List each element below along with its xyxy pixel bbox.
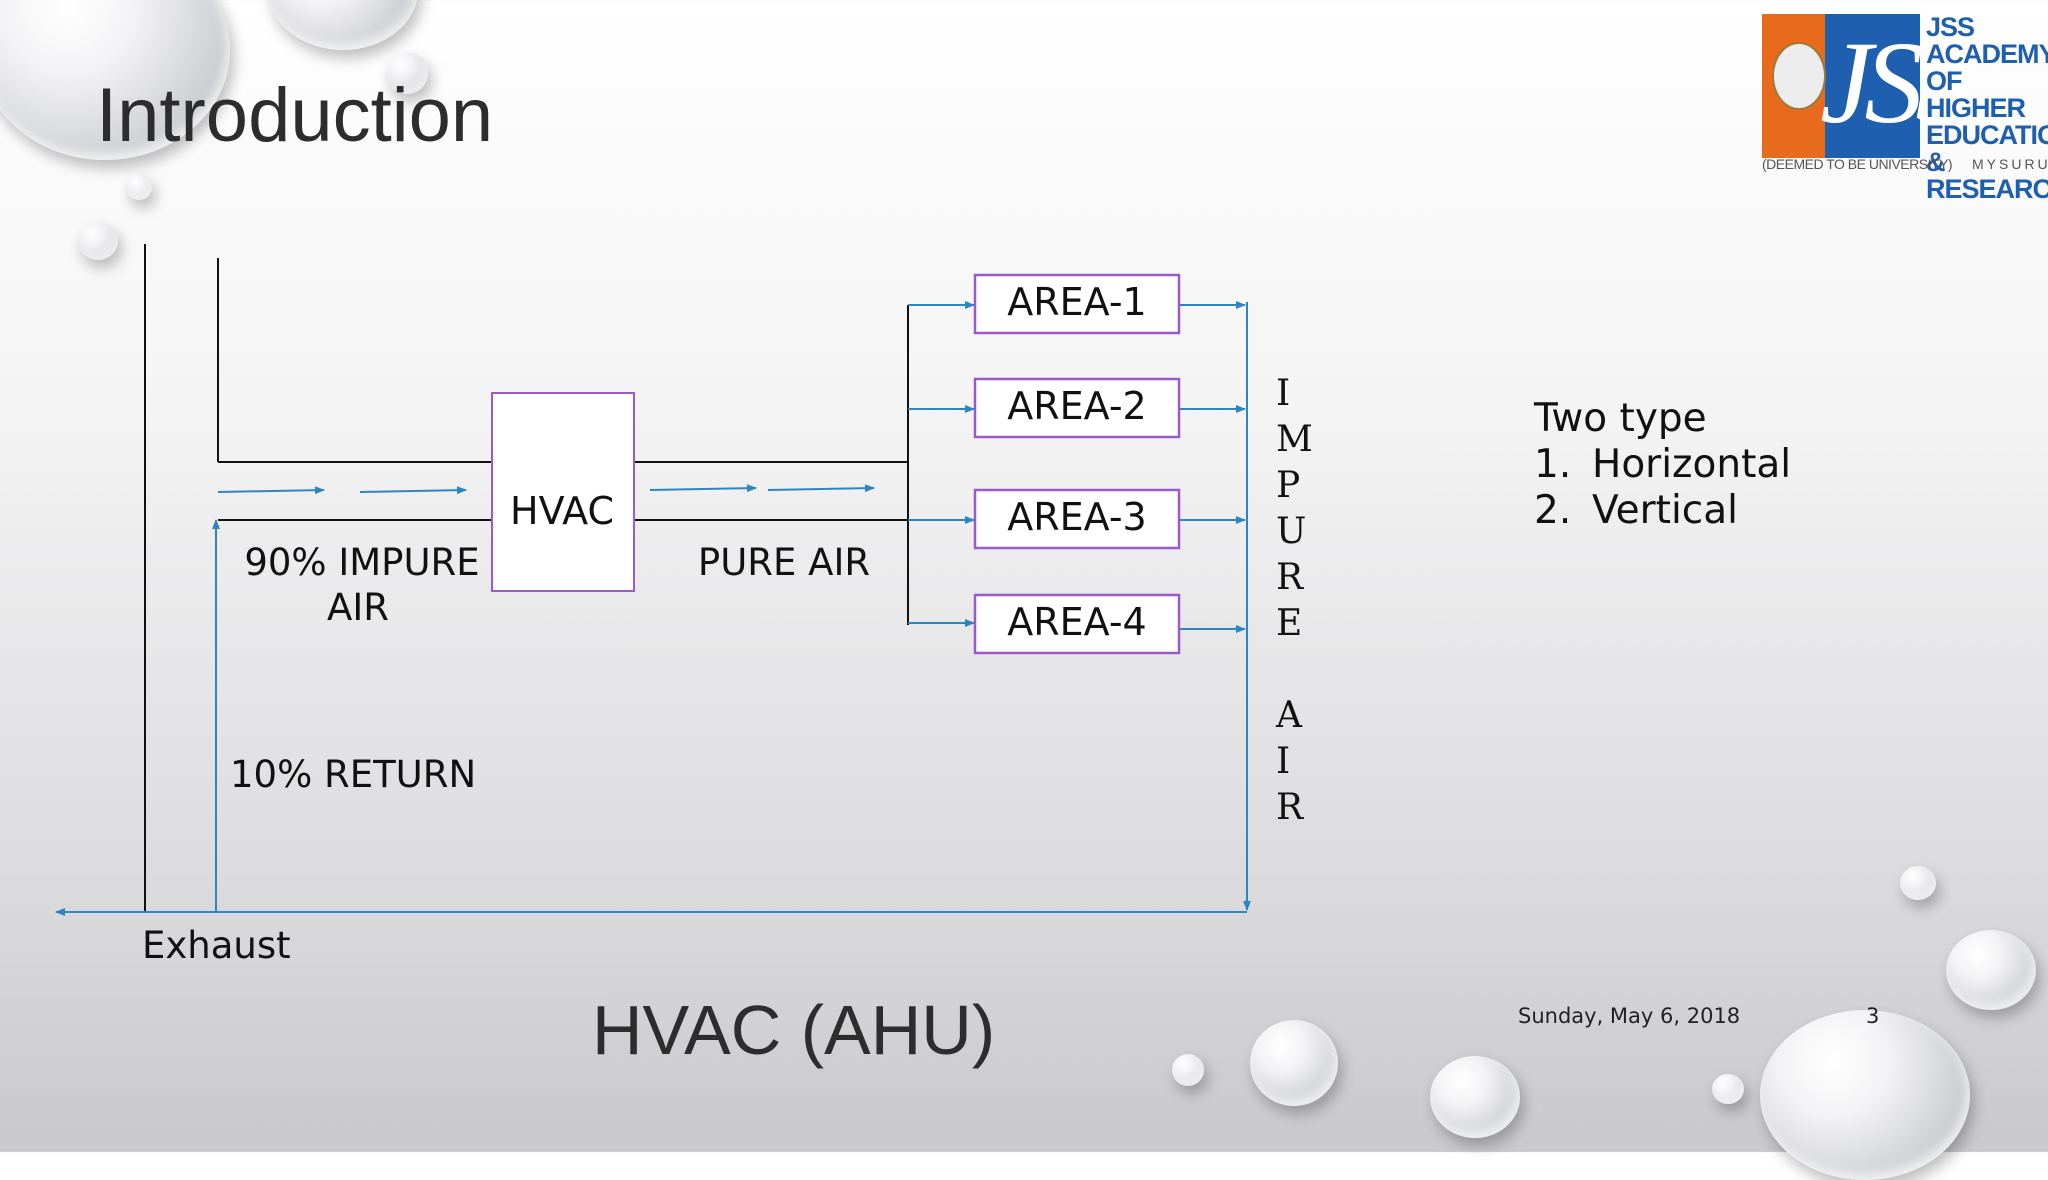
area-4-box	[973, 593, 1181, 655]
logo-deemed-text: (DEEMED TO BE UNIVERSITY)	[1762, 156, 1953, 172]
vertical-letter: U	[1276, 511, 1306, 552]
list-text: Vertical	[1592, 488, 1738, 533]
water-drop-decoration	[126, 174, 152, 200]
list-text: Horizontal	[1592, 442, 1792, 487]
impure-air-label-line2: AIR	[327, 586, 389, 629]
logo-line: OF HIGHER	[1926, 66, 2026, 123]
vertical-letter: M	[1276, 419, 1313, 460]
logo-mark-text: JSS	[1820, 17, 1974, 148]
water-drop-decoration	[1900, 866, 1936, 900]
hvac-unit-box	[491, 392, 635, 592]
logo-city-text: MYSURU	[1972, 156, 2048, 172]
seal-icon	[1772, 42, 1826, 110]
water-drop-decoration	[1250, 1020, 1338, 1106]
water-drop-decoration	[1712, 1074, 1744, 1104]
logo-line: & RESEARCH	[1926, 147, 2048, 204]
list-number: 1.	[1534, 442, 1572, 487]
water-drop-decoration	[386, 52, 428, 94]
logo-line: JSS	[1926, 12, 1975, 42]
flow-arrows	[55, 301, 1251, 916]
area-boxes: AREA-1 AREA-2 AREA-3 AREA-4	[973, 273, 1181, 655]
area-3-box	[973, 488, 1181, 550]
area-3-label: AREA-3	[1007, 495, 1146, 539]
exhaust-label: Exhaust	[142, 924, 291, 967]
flow-arrow	[359, 486, 467, 495]
impure-air-vertical-label: I M P U R E A I R	[1275, 373, 1313, 828]
notes-heading: Two type	[1534, 396, 1707, 441]
list-number: 2.	[1534, 488, 1572, 533]
slide-subtitle: HVAC (AHU)	[592, 991, 996, 1069]
return-label: 10% RETURN	[230, 753, 476, 796]
page-number: 3	[1866, 1004, 1880, 1028]
water-drop-decoration	[78, 222, 118, 260]
water-drop-decoration	[1430, 1056, 1520, 1138]
list-item: 1. Horizontal	[1534, 442, 1791, 488]
hvac-flow-diagram: HVAC AREA-1 AREA-2 AREA-3 AREA-4 90% IMP…	[55, 244, 1313, 967]
duct-lines	[144, 244, 909, 912]
water-drop-decoration	[1172, 1054, 1204, 1086]
logo-line: ACADEMY	[1926, 39, 2048, 69]
water-drop-decoration	[1946, 930, 2036, 1010]
vertical-letter: I	[1276, 741, 1290, 782]
logo-wordmark: JSS ACADEMY OF HIGHER EDUCATION & RESEAR…	[1926, 12, 2048, 204]
flow-arrow	[649, 484, 757, 493]
vertical-letter: P	[1276, 465, 1300, 506]
impure-air-label-line1: 90% IMPURE	[244, 541, 479, 584]
university-logo: JSS JSS ACADEMY OF HIGHER EDUCATION & RE…	[1760, 12, 2048, 203]
list-item: 2. Vertical	[1534, 488, 1791, 534]
vertical-letter: I	[1276, 373, 1290, 414]
area-1-box	[973, 273, 1181, 335]
area-2-label: AREA-2	[1007, 384, 1146, 428]
area-4-label: AREA-4	[1007, 600, 1146, 644]
footer-date: Sunday, May 6, 2018	[1518, 1004, 1741, 1028]
pure-air-label: PURE AIR	[698, 541, 870, 584]
flow-arrow	[767, 484, 875, 493]
vertical-letter: E	[1276, 603, 1302, 644]
area-2-box	[973, 377, 1181, 439]
flow-arrow	[217, 486, 325, 495]
logo-line: EDUCATION	[1926, 120, 2048, 150]
logo-mark: JSS	[1762, 14, 1974, 158]
hvac-label: HVAC	[510, 489, 614, 533]
vertical-letter: R	[1276, 787, 1304, 828]
notes-list: 1. Horizontal 2. Vertical	[1534, 442, 1791, 534]
slide-title: Introduction	[96, 73, 494, 158]
vertical-letter: R	[1276, 557, 1304, 598]
area-1-label: AREA-1	[1007, 280, 1146, 324]
notes-block: Two type 1. Horizontal 2. Vertical	[1534, 396, 1791, 534]
vertical-letter: A	[1275, 695, 1303, 736]
